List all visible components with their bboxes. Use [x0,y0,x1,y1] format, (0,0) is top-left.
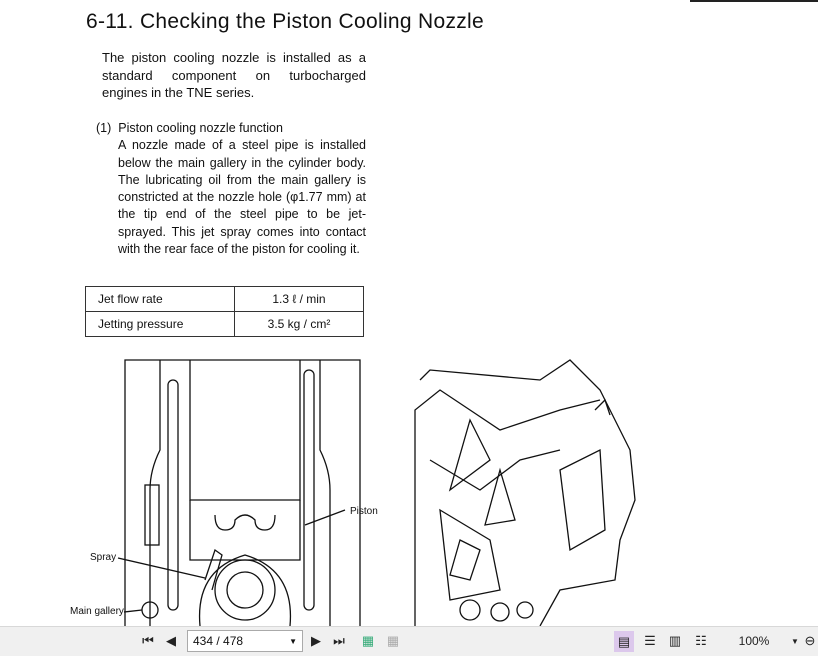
spec-label: Jetting pressure [85,311,235,337]
section-function: (1) Piston cooling nozzle function A noz… [96,120,366,258]
zoom-out-icon[interactable]: ⊖ [804,633,816,648]
section-body: A nozzle made of a steel pipe is install… [118,138,366,257]
two-page-view-icon[interactable]: ▥ [668,633,682,648]
viewer-toolbar: ⏮ ◀ 434 / 478 ▼ ▶ ⏭ ▦ ▦ ▤ ☰ ▥ ☷ 100% ▼ ⊖ [0,626,818,656]
document-page: 6-11. Checking the Piston Cooling Nozzle… [70,0,818,626]
export-page-icon[interactable]: ▦ [361,633,375,648]
next-page-icon[interactable]: ▶ [311,633,321,648]
section-number: (1) [96,121,112,135]
intro-paragraph: The piston cooling nozzle is installed a… [102,50,366,100]
page-number-input[interactable]: 434 / 478 ▼ [187,630,303,652]
single-page-view-icon[interactable]: ▤ [614,631,634,652]
prev-page-icon[interactable]: ◀ [166,633,176,648]
page-rule [690,0,818,2]
continuous-view-icon[interactable]: ☰ [644,633,656,648]
label-spray: Spray [90,552,116,563]
page-title: 6-11. Checking the Piston Cooling Nozzle [86,10,484,33]
two-page-continuous-icon[interactable]: ☷ [695,633,707,648]
engine-block-perspective-drawing [414,359,636,626]
piston-nozzle-figure: Piston Spray Main gallery [70,359,636,626]
zoom-level[interactable]: 100% [738,634,770,648]
chevron-down-icon[interactable]: ▼ [289,636,297,646]
spec-value: 3.5 kg / cm² [234,311,364,337]
import-page-icon[interactable]: ▦ [386,633,400,648]
page-indicator: 434 / 478 [193,634,244,648]
label-piston: Piston [350,506,378,517]
spec-label: Jet flow rate [85,286,235,312]
last-page-icon[interactable]: ⏭ [333,633,345,648]
first-page-icon[interactable]: ⏮ [142,633,154,648]
label-main-gallery: Main gallery [70,606,124,617]
spec-value: 1.3 ℓ / min [234,286,364,312]
cylinder-section-drawing [117,359,361,626]
zoom-dropdown-icon[interactable]: ▼ [791,636,799,646]
section-heading: Piston cooling nozzle function [118,121,283,135]
